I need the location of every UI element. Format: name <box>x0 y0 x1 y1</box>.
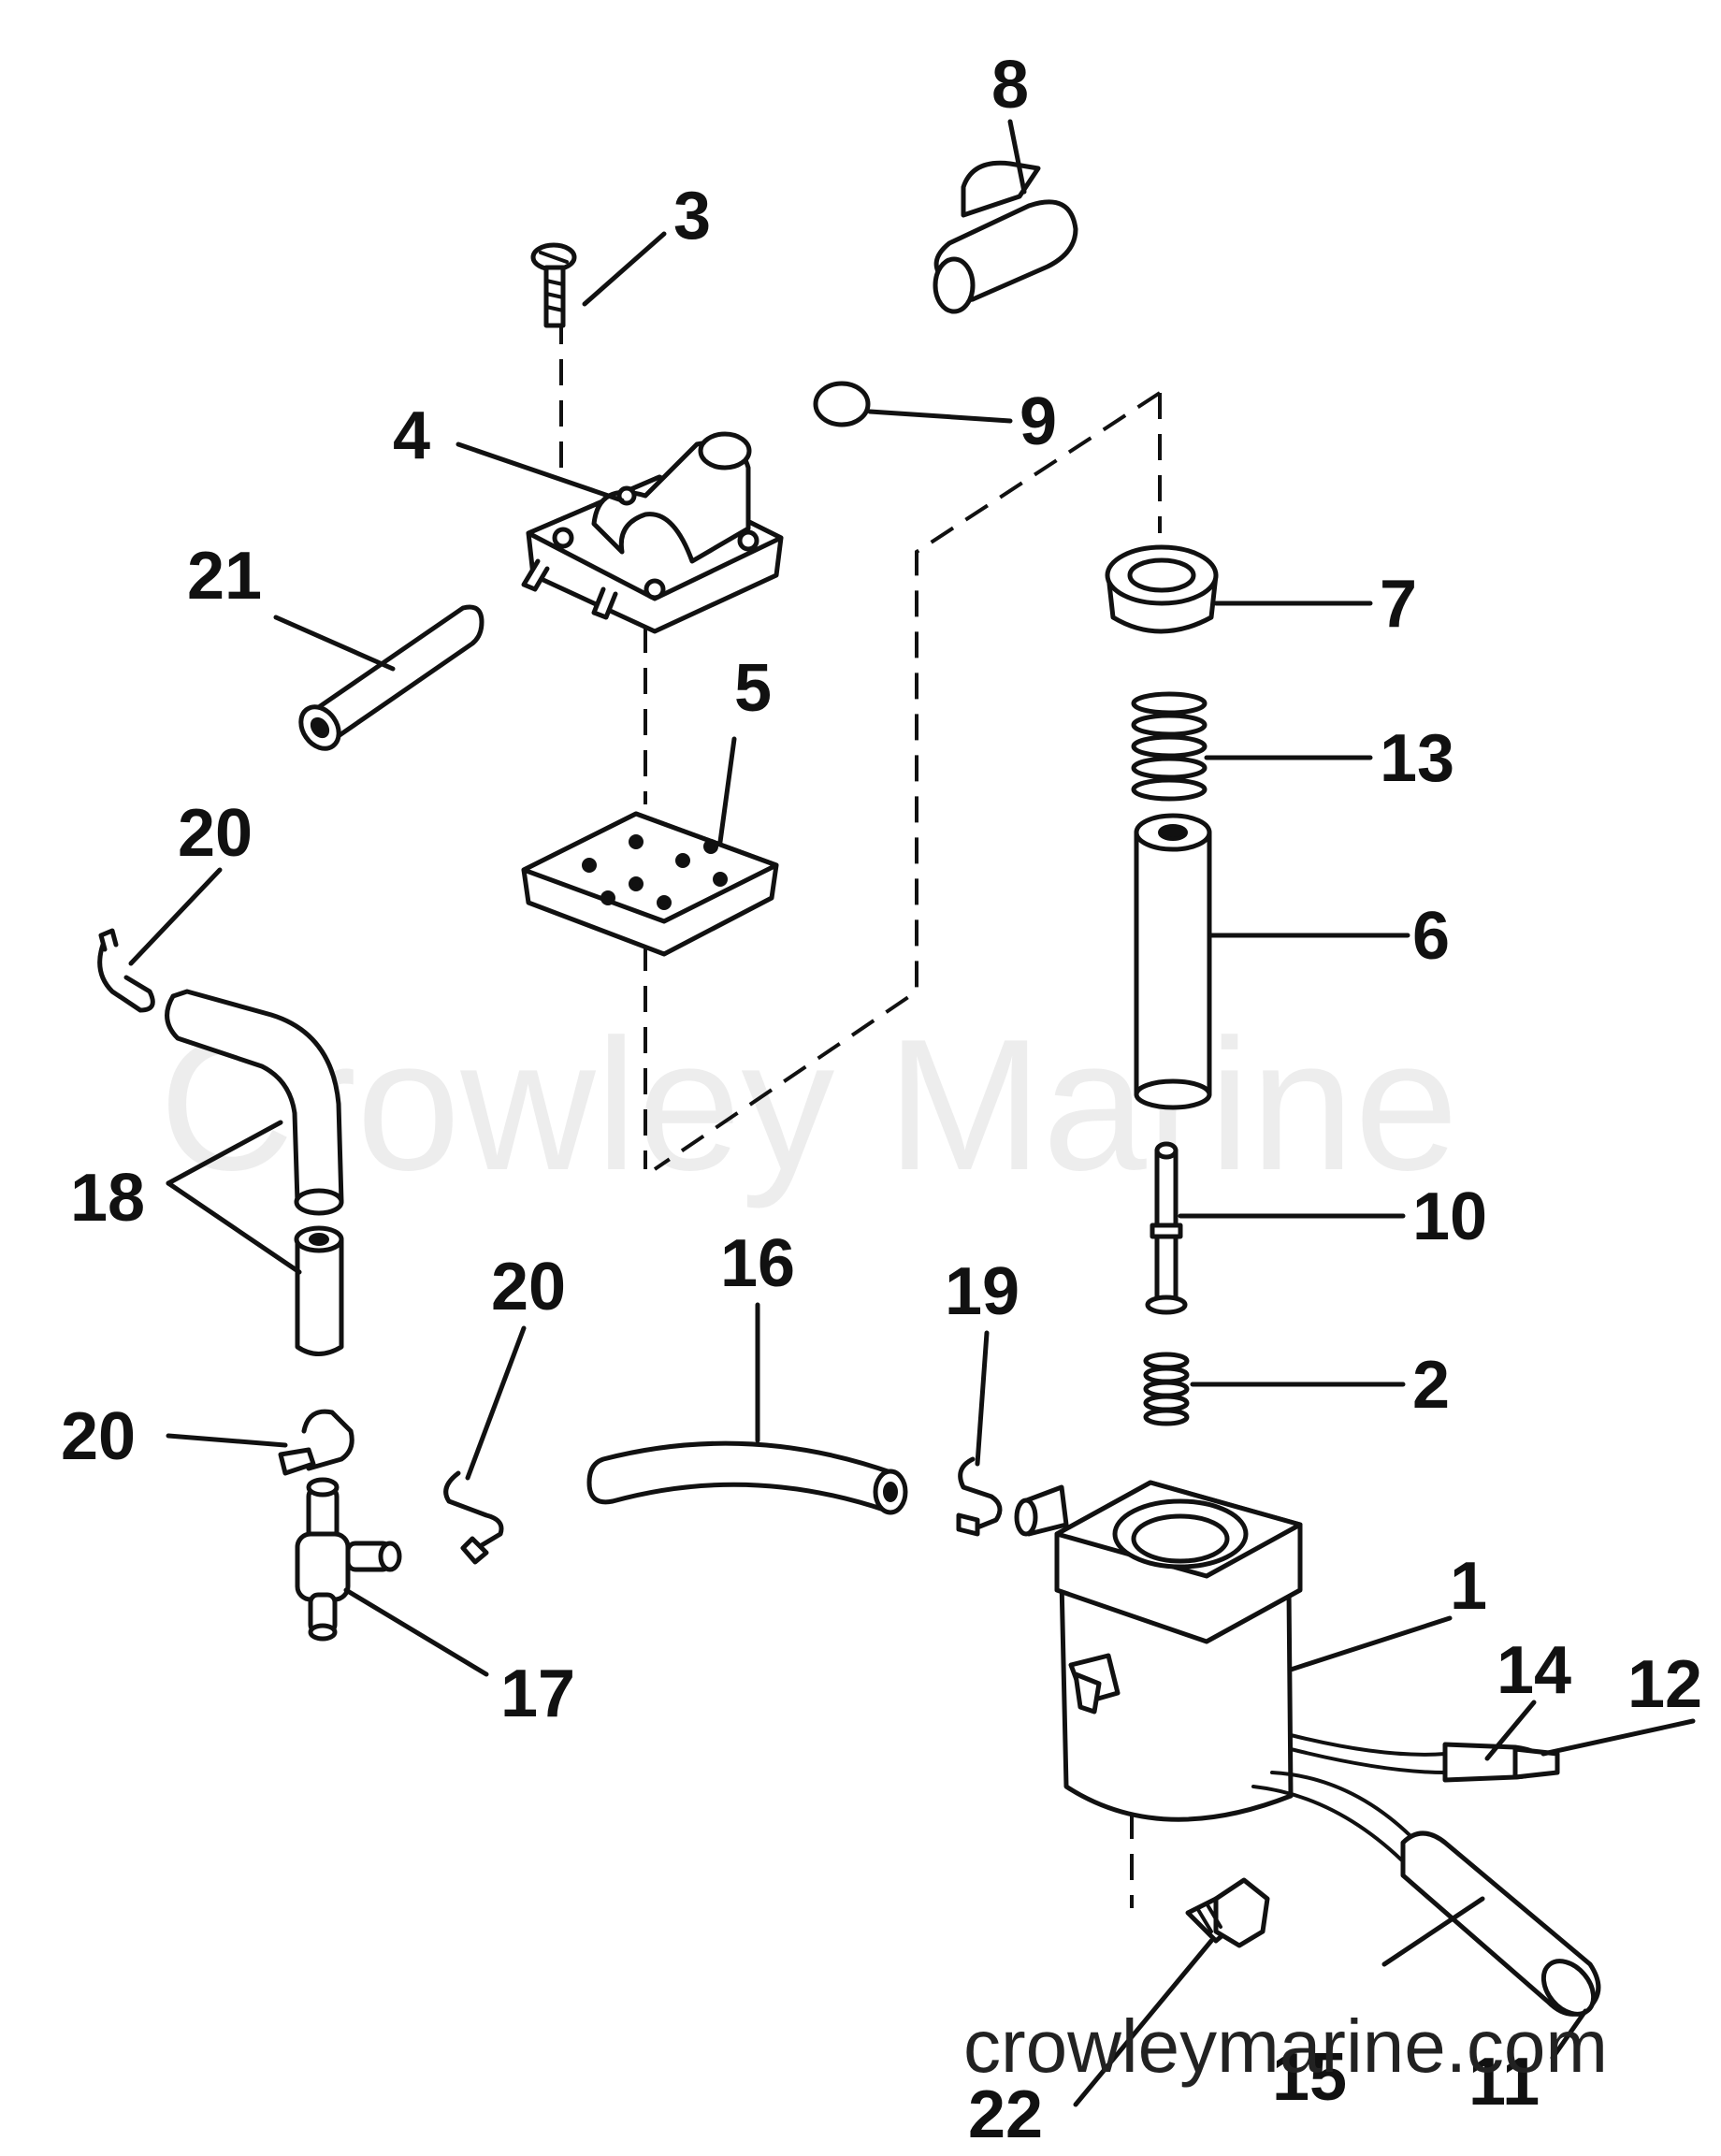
callout-6: 6 <box>1412 899 1450 974</box>
leader-lines <box>128 119 1696 2107</box>
callout-7: 7 <box>1380 567 1417 642</box>
callout-18: 18 <box>70 1161 145 1236</box>
callout-20-middle: 20 <box>491 1250 566 1324</box>
part-10-plunger <box>1145 1141 1188 1315</box>
callout-9: 9 <box>1020 384 1057 459</box>
part-17-tee-fitting <box>295 1477 402 1642</box>
part-13-spring <box>1131 691 1208 802</box>
part-22-bolt <box>1185 1877 1270 1948</box>
part-16-long-hose <box>586 1440 908 1515</box>
callout-2: 2 <box>1412 1348 1450 1423</box>
watermark-url: crowleymarine.com <box>963 2004 1608 2088</box>
callout-8: 8 <box>991 48 1029 123</box>
part-21-short-hose <box>298 604 484 751</box>
callout-15: 15 <box>1272 2040 1347 2115</box>
callout-21: 21 <box>187 539 262 614</box>
part-20-clamp-left <box>278 1409 354 1476</box>
part-6-sleeve <box>1134 813 1212 1110</box>
part-20-clamp-top <box>97 928 155 1013</box>
part-9-o-ring <box>813 381 871 427</box>
callout-17: 17 <box>500 1657 575 1731</box>
callout-13: 13 <box>1380 721 1454 796</box>
callout-numbers: 8 3 9 4 21 7 5 13 20 6 18 10 16 20 19 2 … <box>61 48 1702 2152</box>
callout-4: 4 <box>393 398 430 473</box>
part-18-hoses <box>165 989 344 1356</box>
part-5-diaphragm <box>521 811 779 957</box>
part-1-pump-body <box>1014 1480 1601 2017</box>
callout-12: 12 <box>1627 1647 1702 1722</box>
callout-3: 3 <box>673 179 711 253</box>
callout-19: 19 <box>945 1254 1020 1329</box>
part-19-clamp <box>956 1456 1003 1537</box>
callout-16: 16 <box>720 1226 795 1301</box>
callout-14: 14 <box>1497 1633 1571 1708</box>
callout-11: 11 <box>1468 2045 1540 2120</box>
callout-10: 10 <box>1412 1179 1487 1254</box>
part-2-small-spring <box>1143 1352 1190 1426</box>
assembly-dash-lines <box>559 318 1162 1908</box>
callout-20-left: 20 <box>61 1399 136 1474</box>
part-8-cap <box>933 160 1078 314</box>
callout-1: 1 <box>1450 1549 1487 1624</box>
part-4-pump-cover <box>521 431 784 634</box>
callout-20-top: 20 <box>178 796 253 871</box>
callout-5: 5 <box>734 651 772 726</box>
callout-22: 22 <box>968 2077 1043 2152</box>
watermark-text: Crowley Marine <box>159 1001 1458 1209</box>
part-7-valve-cup <box>1105 544 1219 634</box>
part-3-screw <box>530 242 577 328</box>
part-20-clamp-middle <box>443 1470 504 1565</box>
